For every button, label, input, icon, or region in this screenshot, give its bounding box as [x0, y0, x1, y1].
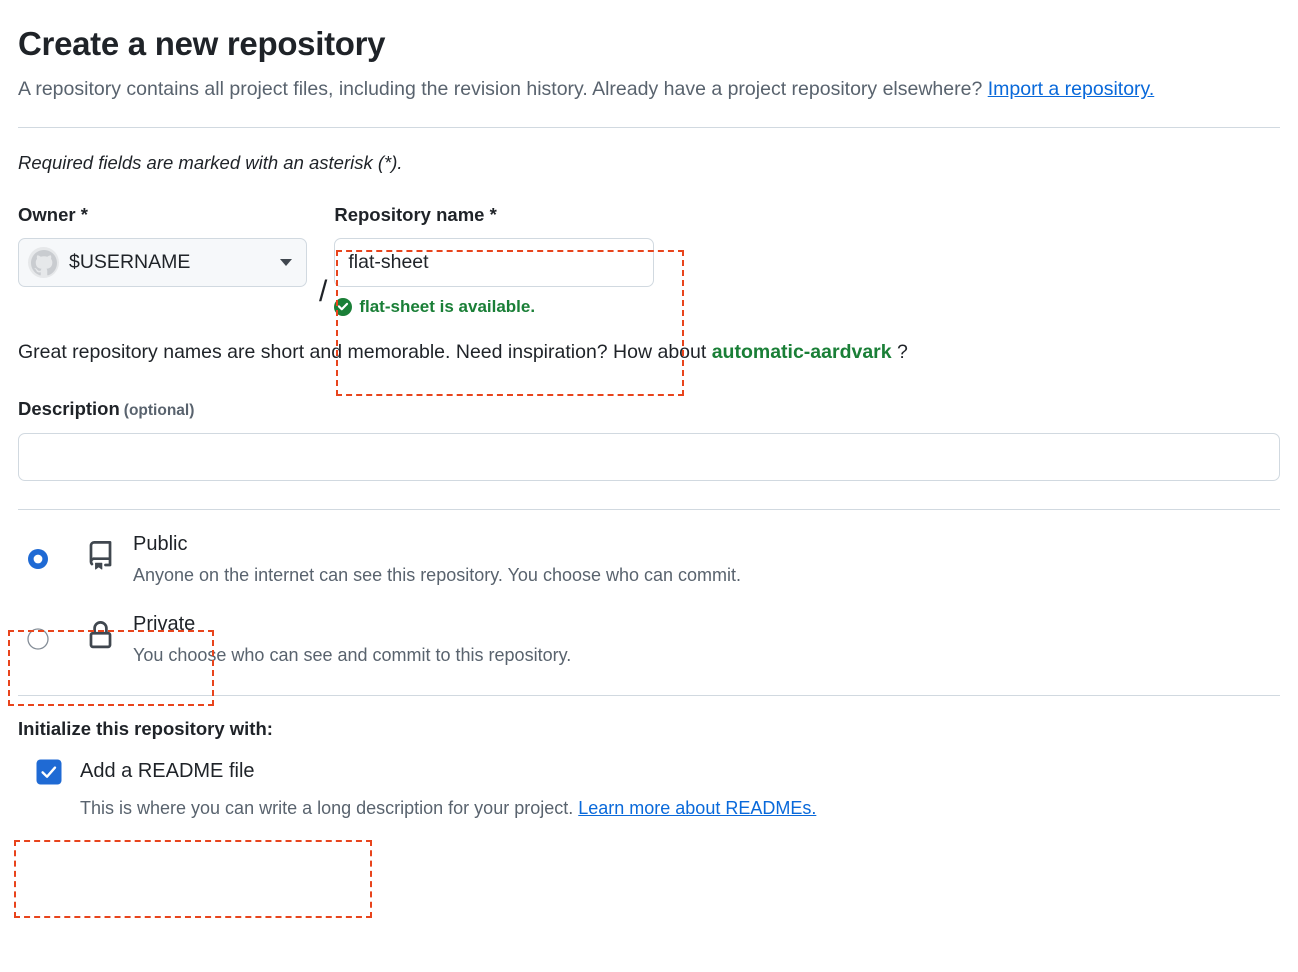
owner-name-separator: / [319, 275, 328, 309]
readme-checkbox-row[interactable]: Add a README file [18, 759, 1280, 785]
repository-name-availability: flat-sheet is available. [334, 297, 654, 317]
check-circle-fill-icon [334, 298, 353, 317]
initialize-title: Initialize this repository with: [18, 717, 273, 739]
repository-name-group: Repository name * flat-sheet is availabl… [334, 203, 655, 318]
page-subtitle: A repository contains all project files,… [18, 76, 1198, 104]
required-fields-note: Required fields are marked with an aster… [18, 151, 403, 173]
page-title: Create a new repository [18, 25, 386, 62]
visibility-option-public[interactable]: Public Anyone on the internet can see th… [18, 532, 1280, 587]
repository-name-label: Repository name * [334, 203, 497, 225]
visibility-private-title: Private [133, 613, 196, 636]
page-subtitle-text: A repository contains all project files,… [18, 78, 988, 101]
availability-text: flat-sheet is available. [359, 297, 536, 317]
visibility-private-text: Private You choose who can see and commi… [133, 612, 571, 667]
repo-book-icon [86, 541, 115, 575]
initialize-block: Initialize this repository with: Add a R… [18, 696, 1280, 819]
learn-more-readmes-link[interactable]: Learn more about READMEs. [578, 797, 817, 818]
annotation-box-initialize-readme [14, 840, 372, 918]
divider-header [18, 126, 1280, 128]
checkbox-checked-icon[interactable] [36, 759, 62, 785]
name-inspiration-text: Great repository names are short and mem… [18, 341, 1280, 364]
owner-and-name-row: Owner * $USERNAME / Repository name * [18, 203, 1280, 318]
radio-private-unselected[interactable] [26, 627, 50, 651]
description-block: Description(optional) [18, 398, 1280, 482]
visibility-public-text: Public Anyone on the internet can see th… [133, 532, 741, 587]
visibility-option-private[interactable]: Private You choose who can see and commi… [18, 612, 1280, 667]
owner-group: Owner * $USERNAME [18, 203, 307, 288]
radio-public-selected[interactable] [26, 547, 50, 571]
visibility-public-title: Public [133, 533, 188, 556]
import-repository-link[interactable]: Import a repository. [987, 78, 1155, 101]
chevron-down-icon [280, 259, 292, 267]
divider-description [18, 509, 1280, 511]
visibility-public-description: Anyone on the internet can see this repo… [133, 565, 742, 586]
repository-name-input[interactable] [334, 238, 655, 288]
readme-help-text: This is where you can write a long descr… [80, 798, 1280, 819]
inspiration-suffix: ? [891, 341, 908, 364]
divider-visibility [18, 694, 1280, 696]
lock-icon [86, 621, 115, 655]
description-label: Description [18, 398, 120, 420]
owner-label: Owner * [18, 203, 88, 225]
suggested-name[interactable]: automatic-aardvark [711, 341, 892, 364]
visibility-options: Public Anyone on the internet can see th… [18, 510, 1280, 666]
description-input[interactable] [18, 433, 1280, 482]
description-optional-tag: (optional) [123, 402, 195, 420]
readme-help-copy: This is where you can write a long descr… [80, 797, 579, 818]
github-mark-icon [28, 247, 59, 279]
owner-value: $USERNAME [69, 251, 191, 274]
inspiration-prefix: Great repository names are short and mem… [18, 341, 712, 364]
readme-checkbox-label: Add a README file [80, 760, 255, 783]
visibility-private-description: You choose who can see and commit to thi… [133, 645, 572, 666]
owner-select[interactable]: $USERNAME [18, 238, 307, 288]
